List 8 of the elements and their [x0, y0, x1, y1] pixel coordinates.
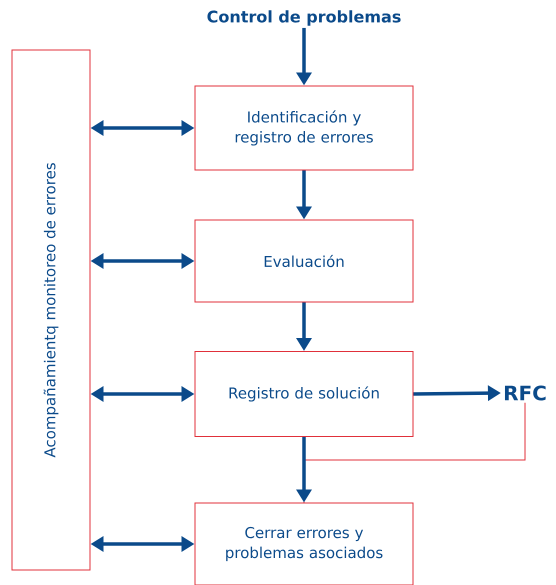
process-box: Cerrar errores y problemas asociados — [194, 502, 414, 585]
process-box: Identificación y registro de errores — [194, 86, 414, 170]
output-label: RFC — [504, 385, 546, 401]
heading-text: Control de problemas — [207, 10, 401, 26]
process-box: Evaluación — [194, 220, 414, 302]
side-box: Acompañamientq monitoreo de errores — [12, 50, 90, 570]
process-box: Registro de solución — [194, 351, 414, 437]
connector-line — [304, 402, 526, 503]
